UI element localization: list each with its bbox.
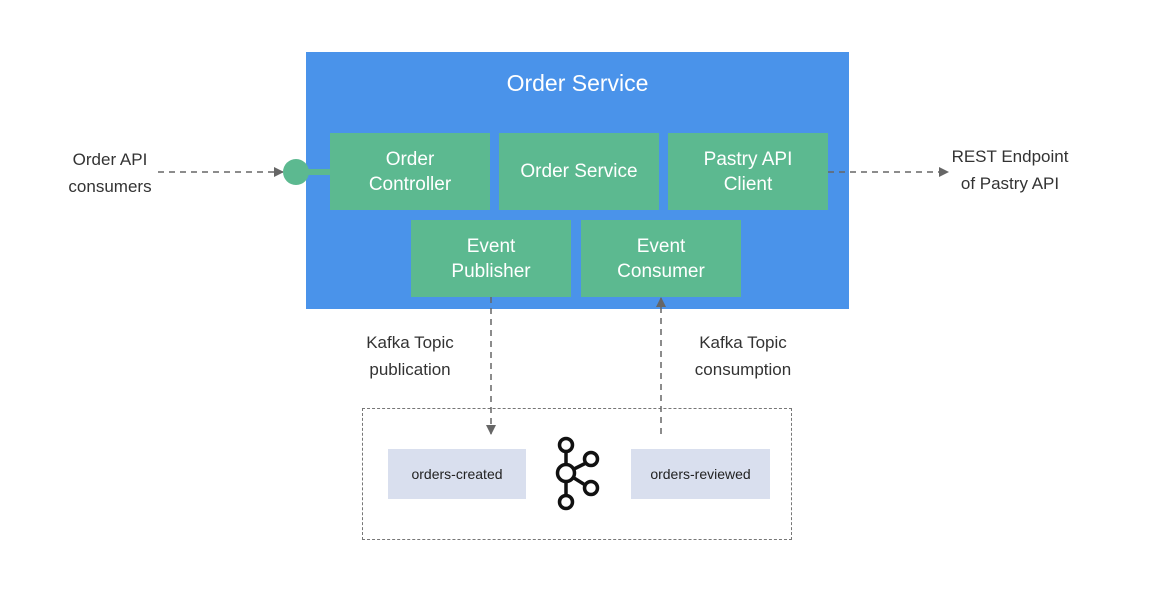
event-publisher-box: Event Publisher	[411, 220, 571, 297]
event-consumer-box: Event Consumer	[581, 220, 741, 297]
pastry-api-client-box: Pastry API Client	[668, 133, 828, 210]
kafka-logo-icon	[555, 436, 600, 511]
topic-orders-reviewed: orders-reviewed	[631, 449, 770, 499]
rest-endpoint-label: REST Endpoint of Pastry API	[951, 147, 1069, 193]
kafka-consumption-label: Kafka Topic consumption	[694, 333, 792, 379]
kafka-cluster-box	[362, 408, 792, 540]
topic-orders-created: orders-created	[388, 449, 526, 499]
order-api-consumers-label: Order API consumers	[68, 150, 152, 196]
order-controller-box: Order Controller	[330, 133, 490, 210]
order-service-title: Order Service	[506, 70, 649, 96]
controller-interface-circle	[283, 159, 309, 185]
order-service-box: Order Service	[499, 133, 659, 210]
kafka-publication-label: Kafka Topic publication	[366, 333, 454, 379]
